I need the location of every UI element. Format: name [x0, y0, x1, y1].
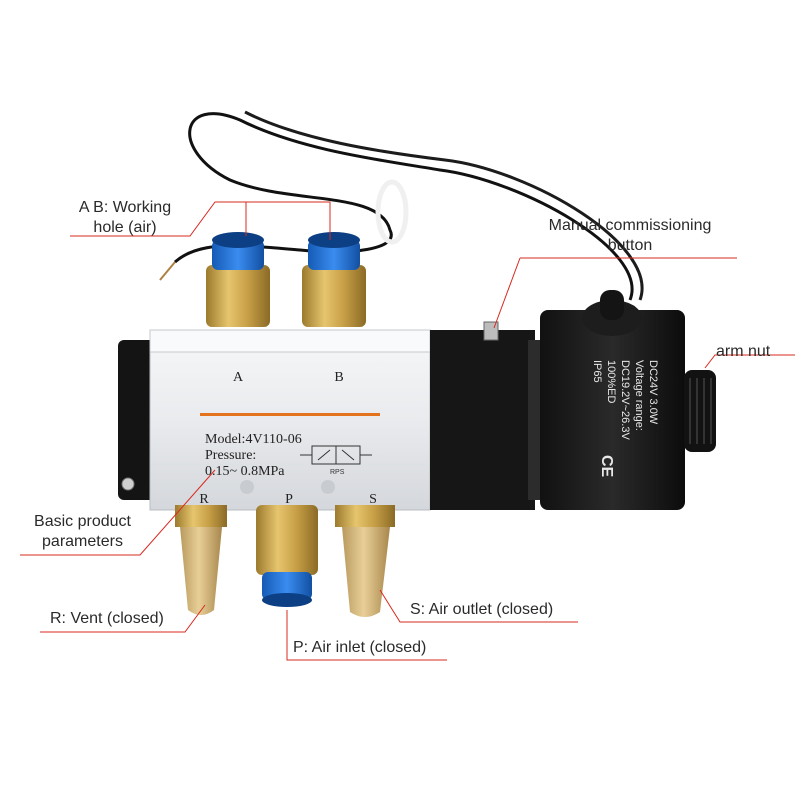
svg-text:100%ED: 100%ED	[605, 360, 617, 403]
svg-text:DC24V 3.0W: DC24V 3.0W	[647, 360, 659, 425]
port-b-label: B	[334, 370, 343, 385]
pneumatic-symbol-icon	[300, 445, 372, 465]
svg-text:DC19.2V~26.3V: DC19.2V~26.3V	[619, 360, 631, 440]
fitting-p	[256, 505, 318, 607]
callout-manual-button: Manual commissioning button	[548, 217, 712, 254]
solenoid-housing	[430, 330, 535, 510]
cable-tie	[375, 179, 409, 245]
port-r-label: R	[199, 492, 209, 507]
ce-mark: CE	[598, 455, 615, 478]
callout-air-inlet: P: Air inlet (closed)	[293, 639, 427, 656]
svg-text:IP65: IP65	[591, 360, 603, 383]
port-a-label: A	[233, 370, 244, 385]
port-p-label: P	[285, 492, 293, 507]
coil-label: DC24V 3.0W Voltage range: DC19.2V~26.3V …	[591, 360, 659, 478]
callout-working-hole: A B: Working hole (air)	[78, 199, 172, 236]
fitting-b	[302, 232, 366, 327]
muffler-s	[335, 505, 395, 617]
leader-arm-nut	[704, 354, 795, 369]
valve-body	[149, 329, 431, 511]
leader-air-outlet	[379, 589, 578, 623]
port-s-label: S	[369, 492, 377, 507]
leader-vent	[40, 604, 206, 633]
callout-arm-nut: arm nut	[716, 343, 771, 360]
pressure-label: Pressure:	[205, 448, 256, 463]
pressure-range: 0.15~ 0.8MPa	[205, 464, 285, 479]
orange-stripe	[200, 413, 380, 416]
muffler-r	[175, 505, 227, 615]
manual-button	[483, 321, 499, 341]
leader-basic-params	[20, 469, 216, 556]
coil	[540, 310, 685, 510]
leader-air-inlet	[286, 610, 447, 661]
symbol-text: RPS	[330, 469, 345, 476]
callout-vent: R: Vent (closed)	[50, 610, 164, 627]
model-text: Model:4V110-06	[205, 432, 302, 447]
fitting-a	[206, 232, 270, 327]
callout-basic-params: Basic product parameters	[34, 513, 131, 550]
svg-text:Voltage range:: Voltage range:	[633, 360, 645, 431]
arm-nut	[684, 370, 716, 452]
callout-air-outlet: S: Air outlet (closed)	[410, 601, 554, 618]
